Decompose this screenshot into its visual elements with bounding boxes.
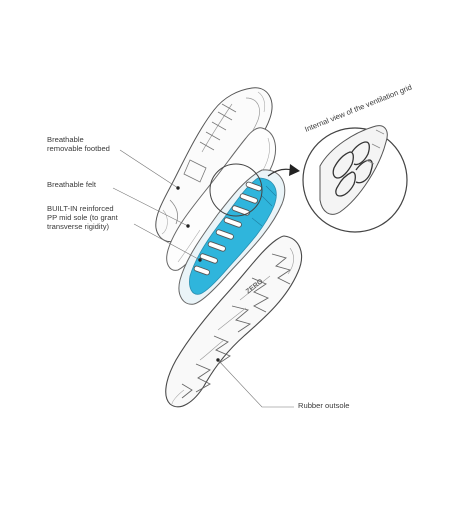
leader-dot-icon [176,186,220,362]
midsole-label-line3: transverse rigidity) [47,222,110,231]
midsole-label-line2: PP mid sole (to grant [47,213,118,222]
felt-label: Breathable felt [47,180,96,189]
callout-arrow-icon [289,164,300,176]
removable-footbed [155,87,273,243]
leader-lines [112,149,294,408]
outsole-label: Rubber outsole [298,401,350,410]
footbed-label-line2: removable footbed [47,144,110,153]
midsole-label-line1: BUILT-IN reinforced [47,204,114,213]
midsole-label: BUILT-IN reinforced PP mid sole (to gran… [47,204,118,231]
footbed-label: Breathable removable footbed [47,135,110,153]
internal-view-label: Internal view of the ventilation grid [303,82,413,133]
rubber-outsole: ZERO [165,235,302,408]
felt-label-text: Breathable felt [47,180,96,189]
footbed-label-line1: Breathable [47,135,84,144]
outsole-label-text: Rubber outsole [298,401,350,410]
